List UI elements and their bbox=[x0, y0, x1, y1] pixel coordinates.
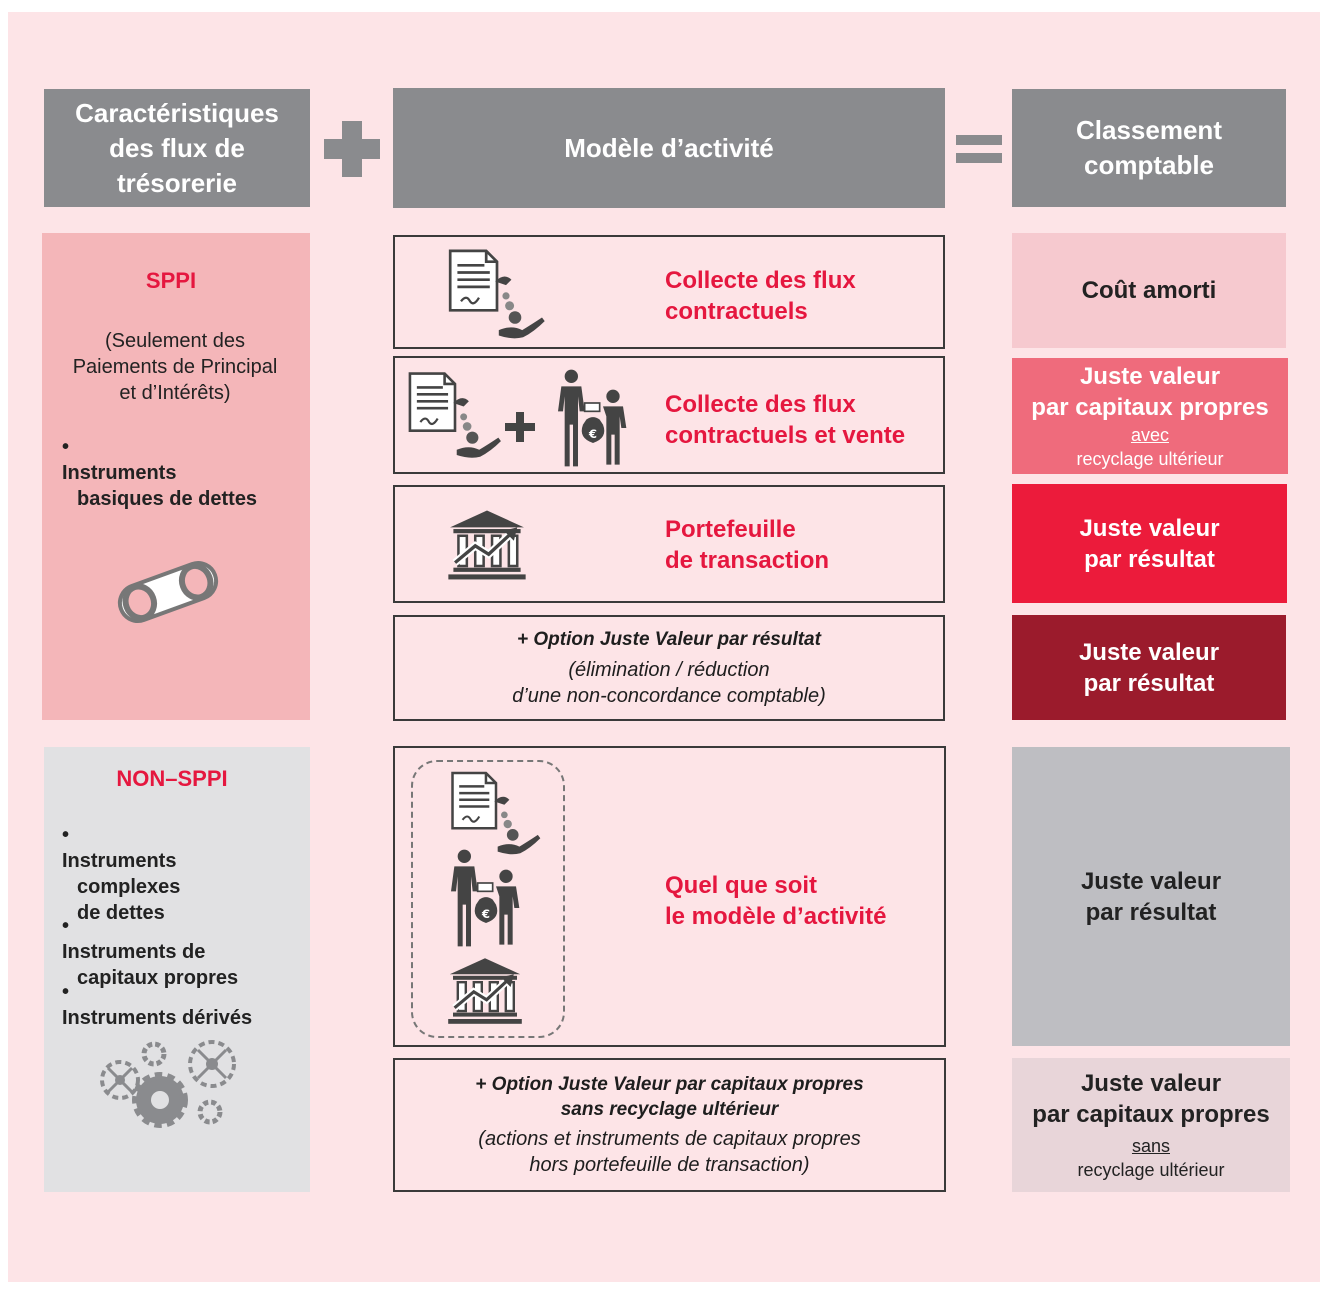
header-line: des flux de bbox=[109, 132, 245, 163]
sppi-description: (Seulement des Paiements de Principal et… bbox=[42, 328, 308, 406]
result-qualifier-rest: recyclage ultérieur bbox=[1076, 449, 1224, 469]
header-line: Caractéristiques bbox=[75, 97, 279, 128]
document-coins-hand-icon bbox=[443, 245, 551, 345]
result-qualifier-rest: recyclage ultérieur bbox=[1077, 1160, 1225, 1180]
result-fvpl-non-sppi: Juste valeur par résultat bbox=[1012, 747, 1290, 1046]
option-title-line: sans recyclage ultérieur bbox=[560, 1099, 779, 1120]
bullet-marker: • bbox=[62, 915, 70, 937]
header-business-model: Modèle d’activité bbox=[393, 88, 945, 208]
sppi-title: SPPI bbox=[145, 268, 197, 293]
option-note-line: (actions et instruments de capitaux prop… bbox=[478, 1128, 861, 1150]
model-label-line: Quel que soit bbox=[665, 872, 818, 899]
bullet-line: Instruments de bbox=[62, 941, 206, 963]
result-fvpl-option: Juste valeur par résultat bbox=[1012, 615, 1286, 720]
option-title-line: + Option Juste Valeur par capitaux propr… bbox=[475, 1074, 864, 1095]
model-box-any-model: Quel que soit le modèle d’activité bbox=[393, 746, 946, 1047]
bullet-line: de dettes bbox=[77, 902, 165, 924]
bullet-marker: • bbox=[62, 436, 70, 458]
gears-icon bbox=[100, 1040, 236, 1128]
bullet-marker: • bbox=[62, 824, 70, 846]
non-sppi-panel bbox=[44, 747, 310, 1192]
result-line: Juste valeur bbox=[1080, 867, 1222, 895]
header-cash-flow-characteristics: Caractéristiques des flux de trésorerie bbox=[44, 89, 310, 207]
bank-chart-icon bbox=[445, 952, 525, 1030]
icon-group-dashed bbox=[411, 760, 565, 1038]
result-line: Juste valeur bbox=[1078, 638, 1220, 666]
bullet-marker: • bbox=[62, 981, 70, 1003]
result-line: par résultat bbox=[1083, 669, 1215, 697]
result-line: Juste valeur bbox=[1080, 1070, 1222, 1097]
option-title-line: + Option Juste Valeur par résultat bbox=[517, 629, 821, 650]
model-label-line: contractuels et vente bbox=[665, 422, 906, 449]
model-box-trading: Portefeuille de transaction bbox=[393, 485, 945, 603]
sppi-description-line: Paiements de Principal bbox=[72, 356, 278, 378]
header-line: comptable bbox=[1083, 150, 1215, 180]
result-fvoci-with-recycling: Juste valeur par capitaux propres avec r… bbox=[1012, 358, 1288, 474]
result-qualifier: avec bbox=[1130, 425, 1169, 445]
option-fv-oci-box: + Option Juste Valeur par capitaux propr… bbox=[393, 1058, 946, 1192]
bullet-line: Instruments bbox=[62, 462, 177, 484]
option-note-line: d’une non-concordance comptable) bbox=[512, 685, 826, 707]
header-line: Modèle d’activité bbox=[564, 132, 774, 163]
model-label: Portefeuille de transaction bbox=[665, 514, 829, 576]
result-line: par capitaux propres bbox=[1032, 1101, 1270, 1128]
option-note-line: (élimination / réduction bbox=[568, 659, 770, 681]
non-sppi-bullet: • Instruments dérivés bbox=[62, 979, 302, 1031]
model-label: Quel que soit le modèle d’activité bbox=[665, 870, 886, 932]
option-fv-pnl-box: + Option Juste Valeur par résultat (élim… bbox=[393, 615, 945, 721]
sppi-bullet: • Instruments basiques de dettes bbox=[62, 434, 302, 512]
model-label-line: Portefeuille bbox=[665, 516, 796, 543]
chain-link-icon bbox=[117, 561, 219, 623]
bullet-line: complexes bbox=[77, 876, 181, 898]
model-label-line: le modèle d’activité bbox=[665, 903, 887, 930]
businessmen-money-bag-icon bbox=[441, 848, 531, 948]
bullet-line: Instruments dérivés bbox=[62, 1007, 253, 1029]
model-label-line: contractuels bbox=[665, 298, 808, 325]
model-label-line: Collecte des flux bbox=[665, 267, 856, 294]
bullet-line: basiques de dettes bbox=[77, 488, 258, 510]
bullet-line: capitaux propres bbox=[77, 967, 239, 989]
bullet-line: Instruments bbox=[62, 850, 177, 872]
result-line: Coût amorti bbox=[1081, 277, 1217, 304]
document-coins-hand-icon bbox=[443, 768, 549, 860]
non-sppi-bullet: • Instruments complexes de dettes bbox=[62, 822, 302, 926]
model-label-line: de transaction bbox=[665, 547, 830, 574]
option-note-line: hors portefeuille de transaction) bbox=[529, 1154, 810, 1176]
model-label-line: Collecte des flux bbox=[665, 391, 856, 418]
result-line: par résultat bbox=[1084, 545, 1215, 573]
businessmen-money-bag-icon bbox=[545, 368, 641, 468]
plus-icon bbox=[324, 121, 380, 177]
result-qualifier: sans bbox=[1131, 1136, 1170, 1156]
bank-chart-icon bbox=[445, 505, 529, 585]
result-line: par résultat bbox=[1085, 898, 1217, 926]
model-box-collect-and-sell: Collecte des flux contractuels et vente bbox=[393, 356, 945, 474]
result-fvpl: Juste valeur par résultat bbox=[1012, 484, 1287, 603]
result-amortised-cost: Coût amorti bbox=[1012, 233, 1286, 348]
result-line: par capitaux propres bbox=[1031, 394, 1269, 421]
sppi-panel bbox=[42, 233, 310, 720]
sppi-description-line: (Seulement des bbox=[104, 330, 246, 352]
sppi-description-line: et d’Intérêts) bbox=[119, 382, 231, 404]
result-line: Juste valeur bbox=[1079, 514, 1220, 542]
header-line: Classement bbox=[1076, 115, 1222, 145]
non-sppi-bullet: • Instruments de capitaux propres bbox=[62, 913, 302, 991]
header-accounting-classification: Classement comptable bbox=[1012, 89, 1286, 207]
result-line: Juste valeur bbox=[1079, 363, 1221, 390]
document-coins-hand-icon bbox=[403, 368, 507, 464]
result-fvoci-no-recycling: Juste valeur par capitaux propres sans r… bbox=[1012, 1058, 1290, 1192]
model-box-collect: Collecte des flux contractuels bbox=[393, 235, 945, 349]
non-sppi-title: NON–SPPI bbox=[116, 766, 228, 791]
model-label: Collecte des flux contractuels bbox=[665, 265, 856, 327]
plus-icon bbox=[505, 412, 535, 442]
equals-icon bbox=[956, 135, 1002, 163]
header-line: trésorerie bbox=[117, 167, 237, 198]
model-label: Collecte des flux contractuels et vente bbox=[665, 389, 905, 451]
